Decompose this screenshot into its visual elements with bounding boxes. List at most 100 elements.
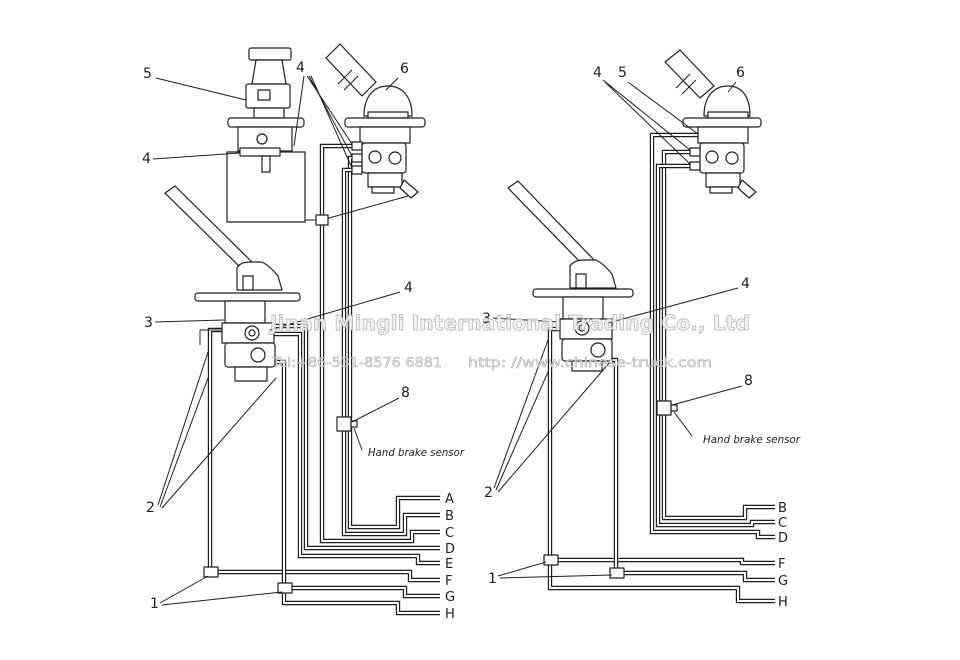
valve-port bbox=[368, 150, 382, 164]
tee-fitting-1 bbox=[203, 566, 219, 578]
leader-line bbox=[671, 385, 743, 406]
line-label-g: G bbox=[778, 574, 788, 589]
air-line-d-outline bbox=[652, 135, 775, 537]
side-fitting bbox=[351, 153, 363, 163]
callout-1: 1 bbox=[150, 596, 159, 612]
sensor-stub bbox=[350, 420, 358, 428]
air-line-d bbox=[651, 134, 776, 538]
valve-base bbox=[367, 172, 403, 188]
leader-line bbox=[269, 291, 401, 331]
leader-line bbox=[493, 339, 611, 493]
valve-collar bbox=[707, 111, 749, 119]
air-line-a bbox=[349, 157, 441, 528]
callout-5: 5 bbox=[143, 66, 152, 82]
line-label-b: B bbox=[778, 501, 787, 516]
valve-port bbox=[388, 151, 402, 165]
pivot-spring bbox=[575, 273, 587, 289]
valve-tab bbox=[399, 179, 419, 199]
leader-line bbox=[627, 81, 699, 135]
air-line-g-outline bbox=[272, 362, 440, 596]
right-callouts: 4 5 6 3 4 8 2 1 Hand brake sensor bbox=[482, 65, 801, 587]
right-leader-lines bbox=[492, 79, 743, 579]
leader-line bbox=[727, 81, 737, 93]
part-3-foot-brake-valve bbox=[164, 185, 301, 382]
valve-window bbox=[257, 89, 271, 101]
callout-4: 4 bbox=[142, 151, 151, 167]
valve-port-inner bbox=[248, 329, 256, 337]
valve-port-inner bbox=[578, 324, 586, 332]
air-line-c bbox=[321, 145, 441, 542]
air-line-g-outline bbox=[612, 360, 775, 580]
part-5-hand-valve bbox=[227, 47, 305, 173]
watermark-url: http: //www.chinese-truck.com bbox=[468, 356, 712, 371]
line-label-f: F bbox=[445, 574, 452, 589]
leader-line bbox=[293, 75, 353, 169]
air-line-b bbox=[343, 169, 441, 535]
callout-6: 6 bbox=[400, 61, 409, 77]
left-callouts: 5 4 6 4 3 4 8 2 1 Hand brake sensor bbox=[142, 60, 465, 612]
valve-stem bbox=[224, 300, 266, 324]
valve-collar bbox=[253, 107, 285, 119]
part-6-hand-brake-valve bbox=[325, 43, 426, 199]
sensor-label: Hand brake sensor bbox=[368, 446, 465, 459]
valve-flange bbox=[227, 117, 305, 128]
right-air-lines bbox=[543, 134, 776, 602]
tee-fitting-1 bbox=[543, 554, 559, 566]
left-air-lines bbox=[203, 145, 441, 614]
left-leader-lines bbox=[152, 75, 401, 606]
part-6-hand-brake-valve bbox=[664, 49, 762, 199]
side-fitting bbox=[351, 141, 363, 151]
air-line-a-outline bbox=[350, 158, 440, 527]
valve-tab bbox=[737, 179, 757, 199]
valve-collar bbox=[367, 111, 409, 119]
air-line-h bbox=[283, 587, 441, 614]
line-label-e: E bbox=[445, 557, 453, 572]
watermark-tel: Tel:+86-531-8576 6881 bbox=[271, 356, 442, 371]
tee-fitting-1 bbox=[277, 582, 293, 594]
valve-base bbox=[234, 366, 268, 382]
callout-2: 2 bbox=[484, 485, 493, 501]
air-line-b-outline bbox=[664, 152, 775, 518]
valve-flange bbox=[532, 288, 634, 298]
sensor-fitting bbox=[656, 400, 672, 416]
sensor-wire bbox=[673, 411, 693, 437]
leader-line bbox=[351, 397, 400, 423]
tee-fitting-1 bbox=[609, 567, 625, 579]
valve-foot bbox=[371, 186, 395, 194]
leader-line bbox=[159, 575, 283, 606]
brake-pedal-lever bbox=[507, 180, 597, 269]
leader-line bbox=[603, 287, 739, 325]
valve-base bbox=[705, 172, 741, 188]
sensor-wire bbox=[353, 427, 363, 451]
valve-upper-body bbox=[359, 126, 411, 144]
valve-stub bbox=[261, 155, 271, 173]
valve-port bbox=[256, 133, 268, 145]
leader-line bbox=[152, 152, 241, 160]
valve-base bbox=[571, 360, 603, 372]
line-label-a: A bbox=[445, 492, 454, 507]
air-line-g bbox=[611, 359, 776, 581]
grip-bands bbox=[337, 69, 359, 91]
leader-line bbox=[157, 351, 277, 509]
callout-8: 8 bbox=[744, 373, 753, 389]
air-line-h bbox=[549, 559, 776, 602]
leader-line bbox=[602, 79, 691, 165]
valve-port bbox=[705, 150, 719, 164]
side-fitting bbox=[351, 165, 363, 175]
left-line-labels: A B C D E F G H bbox=[445, 492, 455, 622]
callout-5: 5 bbox=[618, 65, 627, 81]
valve-dome bbox=[703, 85, 751, 117]
air-line-c bbox=[657, 165, 776, 526]
callout-4: 4 bbox=[593, 65, 602, 81]
line-label-g: G bbox=[445, 590, 455, 605]
leader-line bbox=[497, 561, 613, 579]
leader-line bbox=[492, 317, 561, 323]
callout-2: 2 bbox=[146, 500, 155, 516]
right-line-labels: B C D F G H bbox=[778, 501, 788, 610]
valve-port bbox=[250, 347, 266, 363]
valve-upper-body bbox=[697, 126, 749, 144]
valve-knob bbox=[248, 47, 292, 61]
callout-1: 1 bbox=[488, 571, 497, 587]
line-label-d: D bbox=[778, 531, 788, 546]
line-label-d: D bbox=[445, 542, 455, 557]
